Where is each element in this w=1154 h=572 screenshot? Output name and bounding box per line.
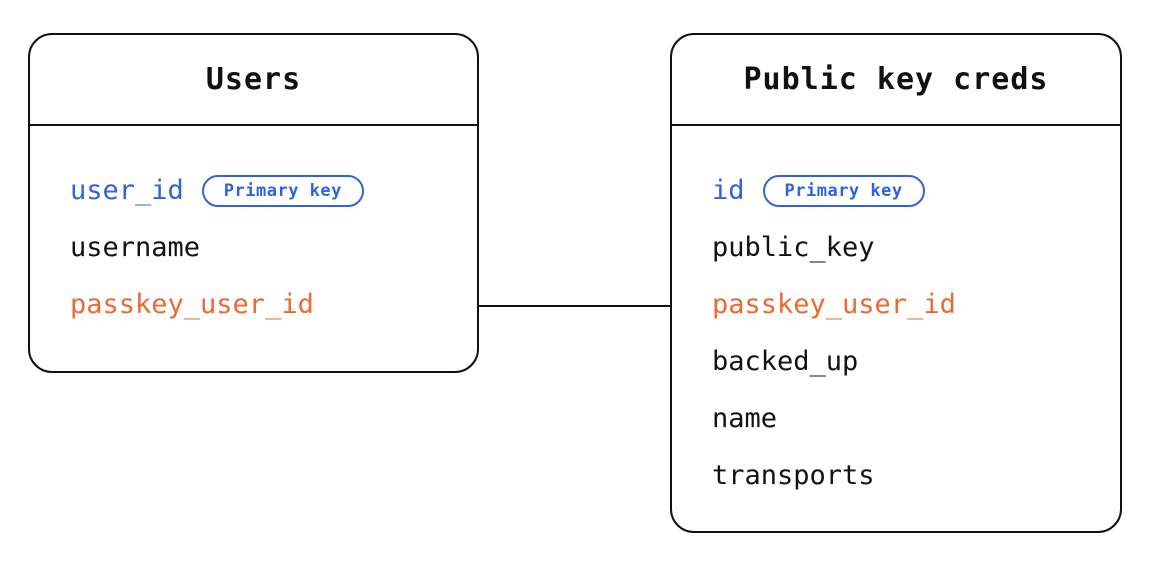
field-row[interactable]: passkey_user_id	[70, 276, 477, 333]
field-row[interactable]: passkey_user_id	[712, 276, 1120, 333]
entity-public-key-creds-fields: id Primary key public_key passkey_user_i…	[672, 126, 1120, 504]
field-name-username: username	[70, 232, 201, 263]
entity-public-key-creds-title: Public key creds	[743, 62, 1049, 97]
field-name-passkey-user-id: passkey_user_id	[70, 289, 314, 320]
entity-users-header: Users	[30, 35, 477, 126]
field-name-id: id	[712, 175, 745, 206]
entity-public-key-creds-header: Public key creds	[672, 35, 1120, 126]
primary-key-badge: Primary key	[762, 174, 925, 207]
field-name-transports: transports	[712, 460, 875, 491]
field-row[interactable]: username	[70, 219, 477, 276]
field-row[interactable]: user_id Primary key	[70, 162, 477, 219]
field-name-backed-up: backed_up	[712, 346, 859, 377]
primary-key-badge: Primary key	[201, 174, 364, 207]
field-row[interactable]: name	[712, 390, 1120, 447]
relationship-connector-line	[477, 305, 672, 307]
field-row[interactable]: backed_up	[712, 333, 1120, 390]
entity-users[interactable]: Users user_id Primary key username passk…	[28, 33, 479, 373]
entity-public-key-creds[interactable]: Public key creds id Primary key public_k…	[670, 33, 1122, 533]
field-name-public-key: public_key	[712, 232, 875, 263]
entity-users-title: Users	[205, 62, 302, 97]
field-row[interactable]: id Primary key	[712, 162, 1120, 219]
entity-users-fields: user_id Primary key username passkey_use…	[30, 126, 477, 333]
field-name-user-id: user_id	[70, 175, 184, 206]
field-name-name: name	[712, 403, 778, 434]
field-row[interactable]: transports	[712, 447, 1120, 504]
field-row[interactable]: public_key	[712, 219, 1120, 276]
field-name-passkey-user-id: passkey_user_id	[712, 289, 956, 320]
